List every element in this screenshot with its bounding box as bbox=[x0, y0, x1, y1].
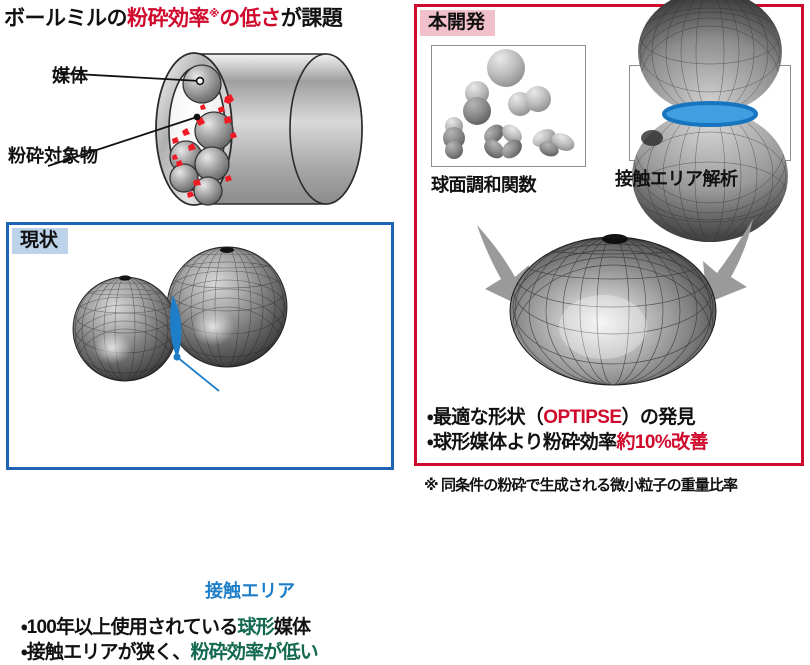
panel-new-development-tag: 本開発 bbox=[420, 10, 496, 37]
footnote: ※ 同条件の粉砕で生成される微小粒子の重量比率 bbox=[424, 474, 806, 495]
page-title: ボールミルの粉砕効率※の低さが課題 bbox=[4, 2, 404, 32]
bullet-item: ・100年以上使用されている球形媒体 bbox=[21, 615, 393, 640]
optipse-ellipsoid bbox=[509, 234, 717, 386]
bullet-mark: ・ bbox=[427, 432, 433, 454]
bullet-text: ）の発見 bbox=[621, 407, 696, 428]
bullet-text: 媒体 bbox=[273, 617, 311, 638]
footnote-mark: ※ bbox=[424, 477, 439, 494]
bullet-item: ・接触エリアが狭く、粉砕効率が低い bbox=[21, 640, 393, 665]
title-highlight: 粉砕効率 bbox=[127, 7, 210, 30]
bullet-item: ・球形媒体より粉砕効率約10%改善 bbox=[427, 430, 803, 455]
title-prefix: ボールミルの bbox=[4, 7, 128, 30]
contact-pointer-line bbox=[176, 356, 220, 392]
label-media: 媒体 bbox=[52, 66, 88, 86]
arrow-right-icon bbox=[703, 219, 753, 303]
new-development-bullets: ・最適な形状（OPTIPSE）の発見 ・球形媒体より粉砕効率約10%改善 bbox=[427, 405, 803, 456]
bullet-item: ・最適な形状（OPTIPSE）の発見 bbox=[427, 405, 803, 430]
current-state-bullets: ・100年以上使用されている球形媒体 ・接触エリアが狭く、粉砕効率が低い bbox=[21, 615, 393, 665]
title-footnote-mark: ※ bbox=[209, 8, 220, 20]
bullet-text: 球形媒体より粉砕効率 bbox=[432, 432, 617, 454]
panel-current-state: 現状 bbox=[6, 222, 394, 663]
bullet-text: 100年以上使用されている bbox=[26, 617, 239, 638]
label-contact-area: 接触エリア bbox=[205, 581, 295, 601]
panel-current-state-tag: 現状 bbox=[12, 228, 69, 255]
optipse-shape-illustration bbox=[453, 219, 773, 399]
bullet-text-highlight: 約10%改善 bbox=[616, 432, 709, 454]
spherical-harmonics-image bbox=[431, 45, 586, 167]
caption-contact-area-analysis: 接触エリア解析 bbox=[615, 169, 738, 189]
bullet-mark: ・ bbox=[427, 407, 433, 428]
footnote-text: 同条件の粉砕で生成される微小粒子の重量比率 bbox=[440, 477, 738, 494]
ball-mill-illustration bbox=[47, 34, 400, 209]
title-highlight-2: の低さ bbox=[219, 7, 281, 30]
contact-ellipse-marker bbox=[662, 101, 758, 127]
bullet-text-highlight: OPTIPSE bbox=[543, 407, 622, 428]
panel-new-development: 本開発 bbox=[414, 0, 804, 466]
bullet-text-highlight: 球形 bbox=[237, 617, 274, 638]
sphere-left bbox=[72, 275, 178, 382]
two-sphere-contact-illustration bbox=[27, 246, 379, 392]
sphere-right bbox=[166, 246, 288, 368]
label-target-material: 粉砕対象物 bbox=[8, 146, 98, 166]
leader-lines bbox=[47, 72, 201, 167]
title-suffix: が課題 bbox=[280, 7, 343, 30]
bullet-text: 最適な形状（ bbox=[432, 407, 544, 428]
caption-spherical-harmonics: 球面調和関数 bbox=[431, 175, 537, 195]
bullet-text-highlight: 粉砕効率が低い bbox=[190, 642, 318, 664]
slide-root: ボールミルの粉砕効率※の低さが課題 bbox=[4, 0, 806, 663]
contact-area-analysis-image bbox=[629, 0, 791, 242]
bullet-text: 接触エリアが狭く、 bbox=[26, 642, 192, 664]
